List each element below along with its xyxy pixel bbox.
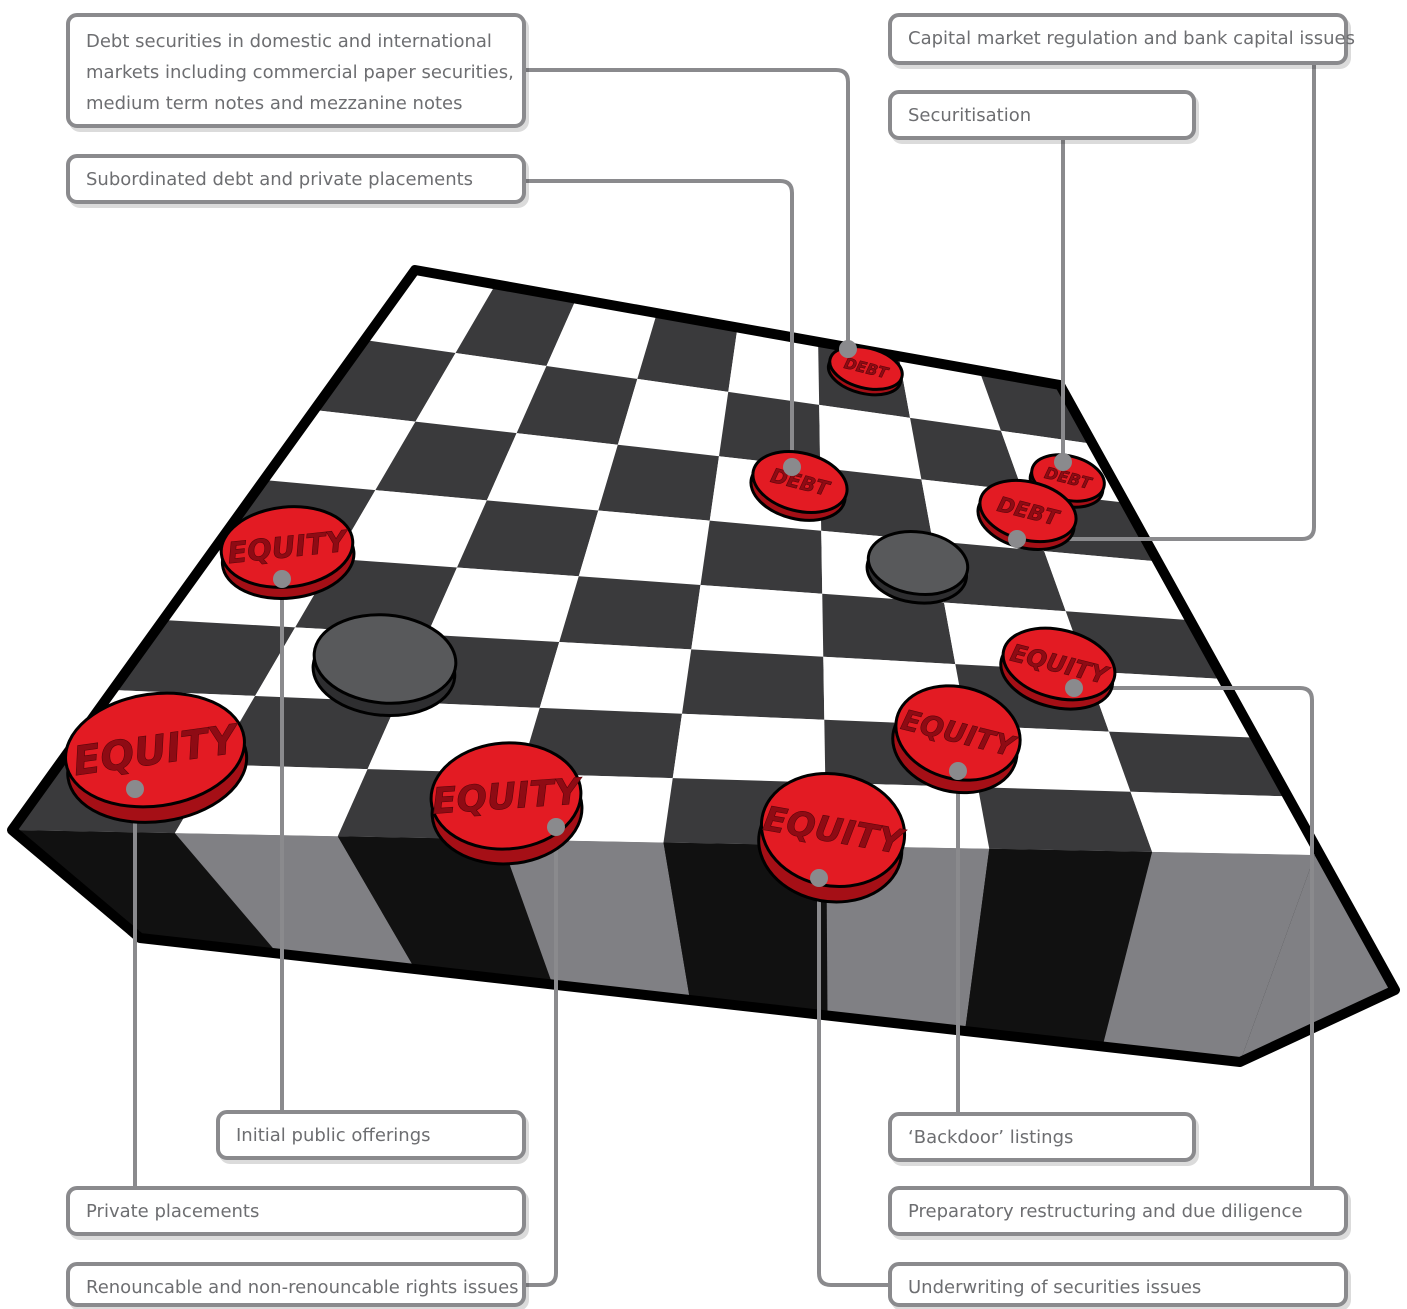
leader-dot [783, 458, 801, 476]
callout-backdoor-listings-text: ‘Backdoor’ listings [908, 1127, 1073, 1148]
board-square [822, 594, 955, 664]
leader-dot [126, 780, 144, 798]
callout-backdoor-listings: ‘Backdoor’ listings [888, 1112, 1196, 1162]
leader-dot [547, 818, 565, 836]
leader-dot [273, 570, 291, 588]
callout-debt-securities: Debt securities in domestic and internat… [66, 13, 526, 128]
board-square [618, 379, 728, 456]
leader-dot [839, 340, 857, 358]
callout-private-placements-text: Private placements [86, 1201, 259, 1222]
board-square [978, 787, 1152, 852]
callout-private-placements: Private placements [66, 1186, 526, 1236]
callout-rights-issues-text: Renouncable and non-renouncable rights i… [86, 1277, 519, 1298]
callout-ipo: Initial public offerings [216, 1110, 526, 1160]
callout-capital-market-text: Capital market regulation and bank capit… [908, 28, 1355, 49]
leader-dot [1065, 679, 1083, 697]
board-square [701, 521, 823, 594]
callout-underwriting: Underwriting of securities issues [888, 1262, 1348, 1307]
callout-securitisation-text: Securitisation [908, 105, 1031, 126]
board-square [559, 576, 700, 649]
callout-rights-issues: Renouncable and non-renouncable rights i… [66, 1262, 526, 1307]
board-square [598, 445, 719, 521]
leader-dot [810, 869, 828, 887]
callout-debt-securities-line3: medium term notes and mezzanine notes [86, 89, 508, 119]
callout-debt-securities-line1: Debt securities in domestic and internat… [86, 27, 508, 57]
callout-capital-market: Capital market regulation and bank capit… [888, 13, 1348, 65]
callout-securitisation: Securitisation [888, 90, 1196, 140]
board-square [579, 510, 710, 585]
board-square [540, 642, 692, 714]
callout-restructuring-text: Preparatory restructuring and due dilige… [908, 1201, 1303, 1222]
callout-subordinated-debt-text: Subordinated debt and private placements [86, 169, 473, 190]
board-square [691, 585, 823, 657]
leader-dot [949, 762, 967, 780]
callout-underwriting-text: Underwriting of securities issues [908, 1277, 1201, 1298]
callout-ipo-text: Initial public offerings [236, 1125, 431, 1146]
leader-dot [1054, 453, 1072, 471]
callout-subordinated-debt: Subordinated debt and private placements [66, 154, 526, 204]
leader-dot [1008, 530, 1026, 548]
board-square [682, 649, 824, 719]
callout-restructuring: Preparatory restructuring and due dilige… [888, 1186, 1348, 1236]
board-square [673, 714, 826, 783]
callout-debt-securities-line2: markets including commercial paper secur… [86, 57, 508, 89]
